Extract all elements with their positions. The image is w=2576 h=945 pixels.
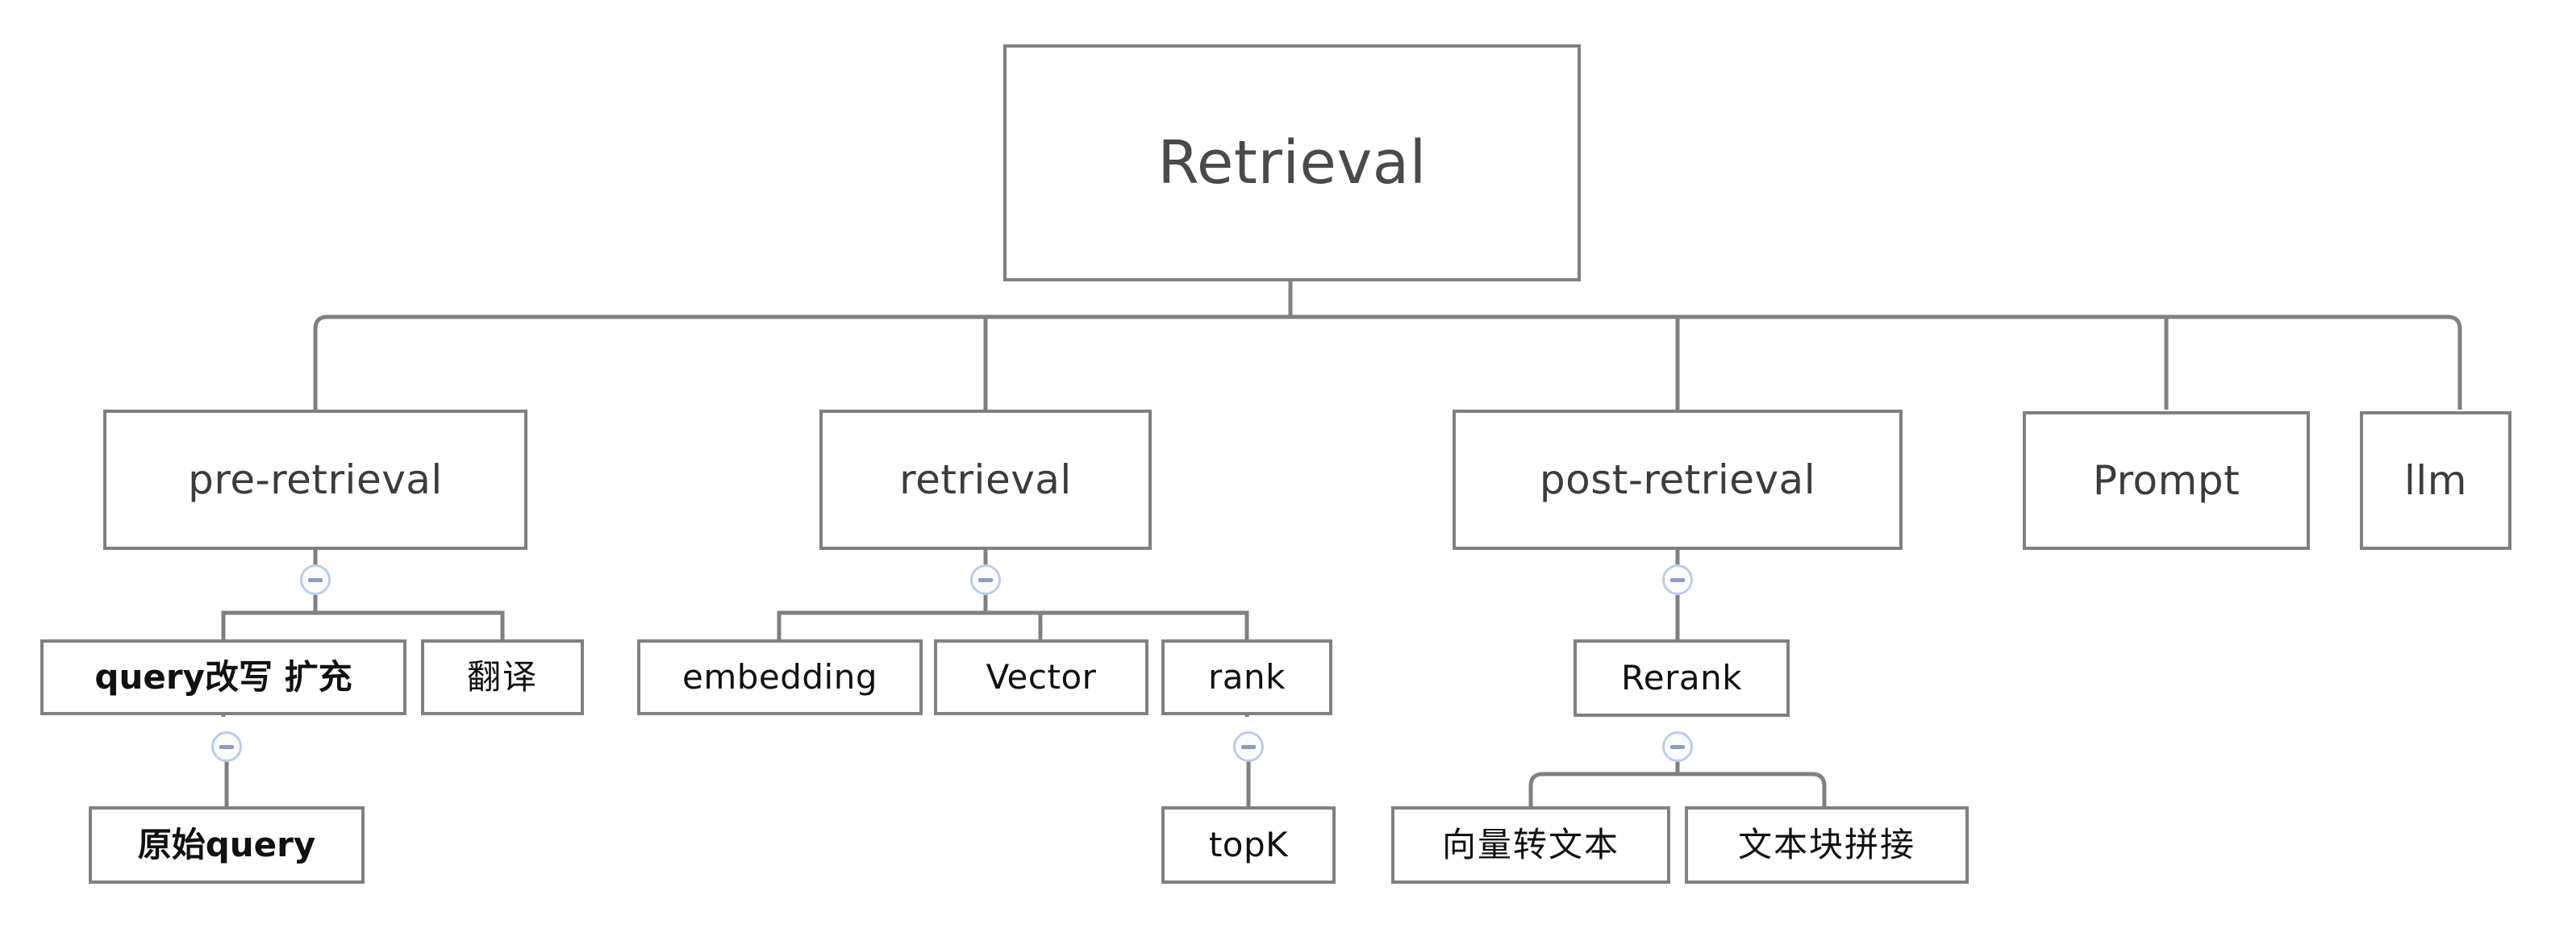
- node-query-rewrite[interactable]: query改写 扩充: [40, 639, 406, 715]
- node-retrieval-label: retrieval: [899, 456, 1072, 503]
- node-topk-label: topK: [1208, 825, 1289, 864]
- node-original-query[interactable]: 原始query: [89, 806, 365, 884]
- node-llm[interactable]: llm: [2360, 411, 2511, 550]
- toggle-pre-retrieval[interactable]: [300, 564, 331, 595]
- link-root-bus: [313, 314, 2462, 410]
- minus-icon: [308, 577, 323, 582]
- node-vec2text-label: 向量转文本: [1441, 825, 1619, 864]
- toggle-rank[interactable]: [1233, 731, 1264, 762]
- node-translate-label: 翻译: [466, 657, 538, 697]
- node-llm-label: llm: [2404, 457, 2467, 504]
- toggle-retrieval[interactable]: [970, 564, 1001, 595]
- node-post-retrieval[interactable]: post-retrieval: [1453, 410, 1903, 550]
- minus-icon: [978, 577, 993, 582]
- node-vector-label: Vector: [986, 657, 1097, 697]
- node-embedding-label: embedding: [682, 657, 878, 697]
- node-rerank[interactable]: Rerank: [1574, 639, 1790, 717]
- node-pre-retrieval-label: pre-retrieval: [188, 456, 443, 503]
- toggle-rerank[interactable]: [1662, 731, 1693, 762]
- node-retrieval[interactable]: retrieval: [819, 410, 1152, 550]
- node-chunk-concat-label: 文本块拼接: [1737, 825, 1915, 864]
- minus-icon: [1241, 744, 1256, 749]
- node-topk[interactable]: topK: [1161, 806, 1336, 884]
- node-rank-label: rank: [1208, 657, 1286, 697]
- minus-icon: [1670, 577, 1685, 582]
- node-vec2text[interactable]: 向量转文本: [1391, 806, 1670, 884]
- node-root-label: Retrieval: [1157, 128, 1427, 198]
- node-chunk-concat[interactable]: 文本块拼接: [1685, 806, 1969, 884]
- node-vector[interactable]: Vector: [934, 639, 1148, 715]
- node-pre-retrieval[interactable]: pre-retrieval: [103, 410, 527, 550]
- minus-icon: [1670, 744, 1685, 749]
- minus-icon: [219, 744, 234, 749]
- node-embedding[interactable]: embedding: [637, 639, 923, 715]
- node-query-rewrite-label: query改写 扩充: [94, 657, 352, 697]
- node-prompt-label: Prompt: [2092, 457, 2240, 504]
- node-post-retrieval-label: post-retrieval: [1539, 456, 1816, 503]
- node-original-query-label: 原始query: [137, 825, 316, 864]
- node-root[interactable]: Retrieval: [1003, 44, 1581, 281]
- node-prompt[interactable]: Prompt: [2023, 411, 2310, 550]
- node-translate[interactable]: 翻译: [421, 639, 584, 715]
- link-pre-bus: [221, 610, 505, 639]
- toggle-query-rewrite[interactable]: [211, 731, 242, 762]
- toggle-post-retrieval[interactable]: [1662, 564, 1693, 595]
- node-rank[interactable]: rank: [1161, 639, 1332, 715]
- node-rerank-label: Rerank: [1620, 658, 1743, 697]
- link-ret-bus: [777, 610, 1249, 639]
- link-rerank-bus: [1528, 772, 1827, 806]
